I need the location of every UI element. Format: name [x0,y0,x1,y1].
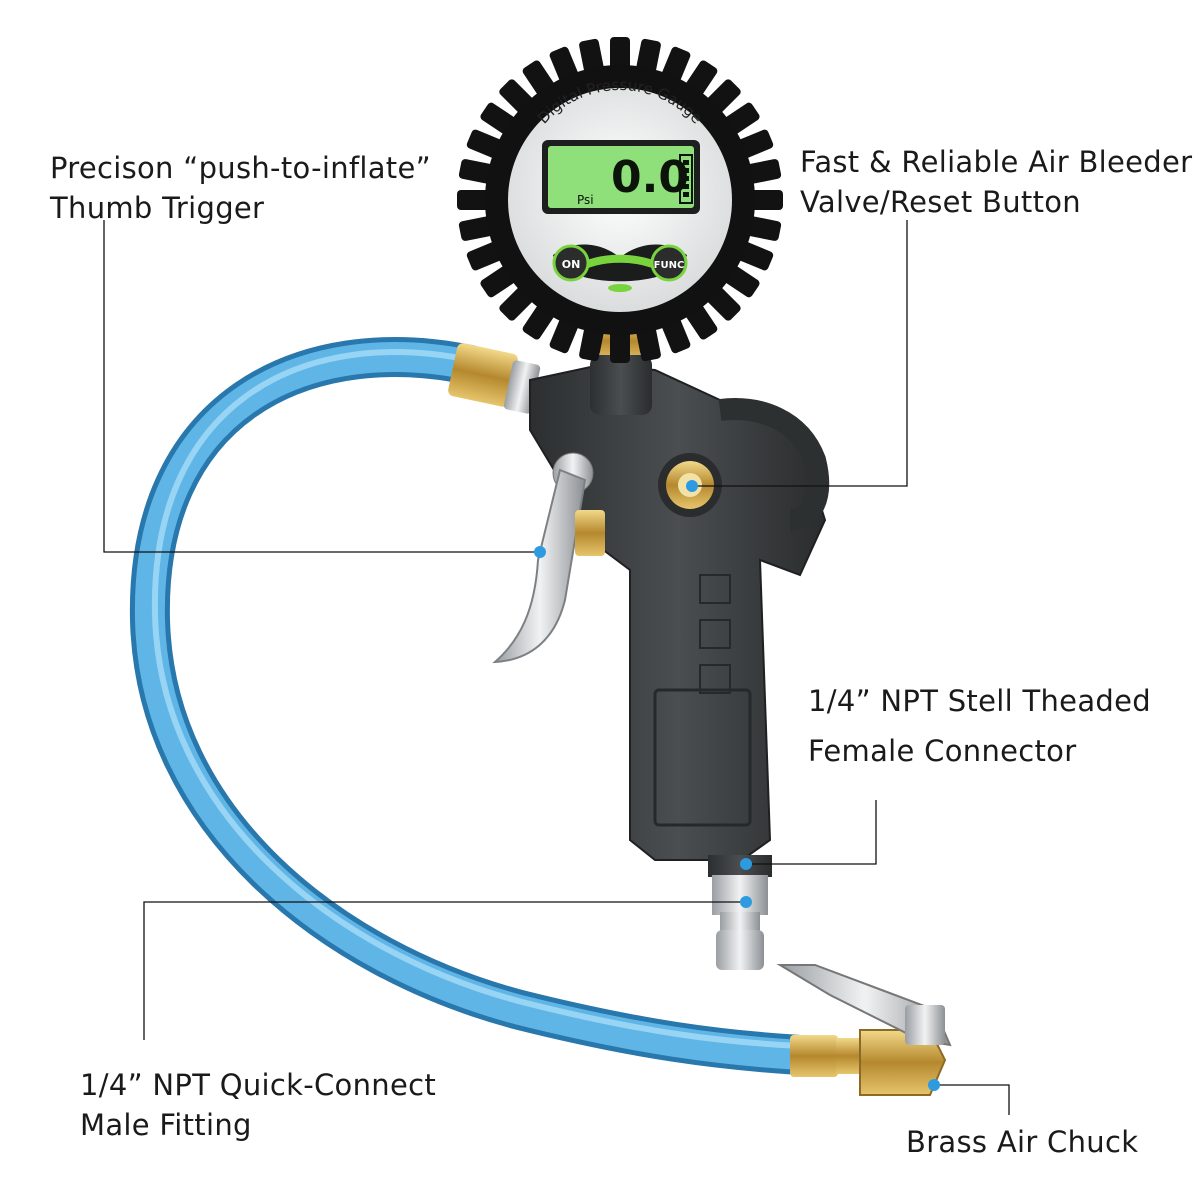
on-button-label: ON [562,258,581,271]
quick-connect-fitting [708,855,772,970]
digital-gauge: Digital Pressure Gauge 0.0 Psi ON FUNC [457,37,783,363]
male-fitting-callout-dot [740,896,752,908]
bleeder-callout: Fast & Reliable Air Bleeder Valve/Reset … [800,142,1192,222]
female-connector-callout-line2: Female Connector [808,734,1077,768]
trigger-callout-line2: Thumb Trigger [50,191,265,225]
trigger-callout-dot [534,546,546,558]
callout-dots [534,480,940,1091]
func-button[interactable] [650,244,688,282]
thumb-trigger [492,452,605,664]
on-button[interactable] [552,244,590,282]
callout-lines [103,220,1010,1115]
gun-body [529,363,830,861]
trigger-callout: Precison “push-to-inflate” Thumb Trigger [50,148,431,228]
female-connector-callout-line1: 1/4” NPT Stell Theaded [808,684,1151,718]
air-chuck [776,964,952,1096]
trigger-leader-line [103,220,540,553]
lcd-display [548,146,694,208]
lcd-reading: 0.0 [611,152,689,203]
chuck-callout: Brass Air Chuck [906,1122,1138,1162]
hose-crimp-fitting [448,343,541,414]
chuck-callout-dot [928,1079,940,1091]
female-connector-callout-dot [740,858,752,870]
male-fitting-callout: 1/4” NPT Quick-Connect Male Fitting [80,1065,436,1145]
air-hose [129,337,820,1075]
trigger-callout-line1: Precison “push-to-inflate” [50,151,431,185]
bleeder-callout-dot [686,480,698,492]
chuck-leader-line [934,1084,1010,1115]
female-connector-callout: 1/4” NPT Stell Theaded Female Connector [808,676,1151,776]
chuck-callout-line1: Brass Air Chuck [906,1125,1139,1159]
lcd-unit: Psi [577,193,594,207]
bleeder-callout-line1: Fast & Reliable Air Bleeder [800,145,1193,179]
battery-icon [679,154,693,204]
male-fitting-callout-line2: Male Fitting [80,1108,252,1142]
bleeder-leader-line [692,220,908,487]
male-fitting-leader-line [143,901,746,1040]
male-fitting-callout-line1: 1/4” NPT Quick-Connect [80,1068,437,1102]
female-connector-leader-line [746,800,877,865]
func-button-label: FUNC [654,260,685,271]
bleeder-callout-line2: Valve/Reset Button [800,185,1081,219]
